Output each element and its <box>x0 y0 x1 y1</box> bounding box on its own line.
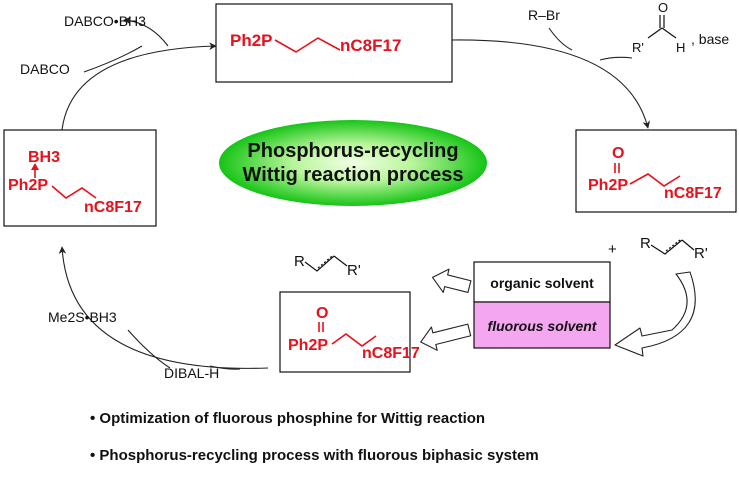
fluorous-solvent-label: fluorous solvent <box>488 318 598 334</box>
hollow-arrow-to-alkene <box>432 268 472 293</box>
aldehyde-structure: O R' H , base <box>632 0 729 55</box>
organic-phase <box>473 261 611 303</box>
arrow-bottom-to-left <box>58 246 269 369</box>
alkene-product-right: R R' <box>640 235 708 262</box>
arrow-left-to-top <box>61 42 217 131</box>
oxide-right-ph2p: Ph2P <box>588 177 628 194</box>
oxide-bottom-molecule: O Ph2P nC8F17 <box>279 291 420 373</box>
title-line-2: Wittig reaction process <box>243 164 464 186</box>
branch-me2s <box>127 329 171 369</box>
oxide-bottom-o: O <box>316 305 328 322</box>
branch-rbr <box>548 27 573 51</box>
title-line-1: Phosphorus-recycling <box>247 140 458 162</box>
biphasic-system: organic solvent fluorous solvent <box>473 261 611 349</box>
plus-sign: + <box>608 241 617 258</box>
arrow-top-to-right <box>451 39 651 129</box>
reagent-dabco-bh3: DABCO•BH3 <box>64 13 146 29</box>
phosphine-ph2p: Ph2P <box>230 31 273 50</box>
hollow-arrow-to-phases <box>614 271 696 357</box>
reagent-base: , base <box>691 31 729 47</box>
summary-bullets: • Optimization of fluorous phosphine for… <box>90 405 650 479</box>
oxide-right-o: O <box>612 145 624 162</box>
reagent-me2s-bh3: Me2S•BH3 <box>48 309 117 325</box>
hollow-arrow-to-oxide <box>420 323 472 351</box>
phosphine-chain: nC8F17 <box>340 36 401 55</box>
borane-chain: nC8F17 <box>84 199 142 216</box>
title-ellipse <box>219 120 487 206</box>
branch-aldehyde <box>599 56 633 61</box>
borane-molecule: BH3 Ph2P nC8F17 <box>3 129 157 227</box>
oxide-right-molecule: O Ph2P nC8F17 <box>575 129 737 213</box>
fluorous-phase <box>473 301 611 349</box>
aldehyde-r: R' <box>632 40 644 55</box>
reagent-dibal-h: DIBAL-H <box>164 365 219 381</box>
oxide-bottom-ph2p: Ph2P <box>288 337 328 354</box>
branch-dabco-bh3 <box>123 16 169 47</box>
branch-dabco <box>83 45 143 73</box>
aldehyde-h: H <box>676 40 685 55</box>
borane-ph2p: Ph2P <box>8 177 48 194</box>
alkene-top-r: R <box>294 253 305 270</box>
aldehyde-o: O <box>658 0 668 15</box>
alkene-product-top: R R' <box>294 253 361 279</box>
borane-bh3: BH3 <box>28 149 60 166</box>
phosphine-molecule: Ph2P nC8F17 <box>215 3 453 83</box>
organic-solvent-label: organic solvent <box>490 275 594 291</box>
oxide-bottom-chain: nC8F17 <box>362 345 420 362</box>
branch-dibal <box>209 365 241 370</box>
reagent-rbr: R–Br <box>528 7 560 23</box>
bullet-item: • Phosphorus-recycling process with fluo… <box>90 447 539 464</box>
bullet-item: • Optimization of fluorous phosphine for… <box>90 410 486 427</box>
alkene-top-r2: R' <box>347 262 361 279</box>
reagent-dabco: DABCO <box>20 61 70 77</box>
alkene-right-r2: R' <box>694 245 708 262</box>
oxide-right-chain: nC8F17 <box>664 185 722 202</box>
alkene-right-r: R <box>640 235 651 252</box>
